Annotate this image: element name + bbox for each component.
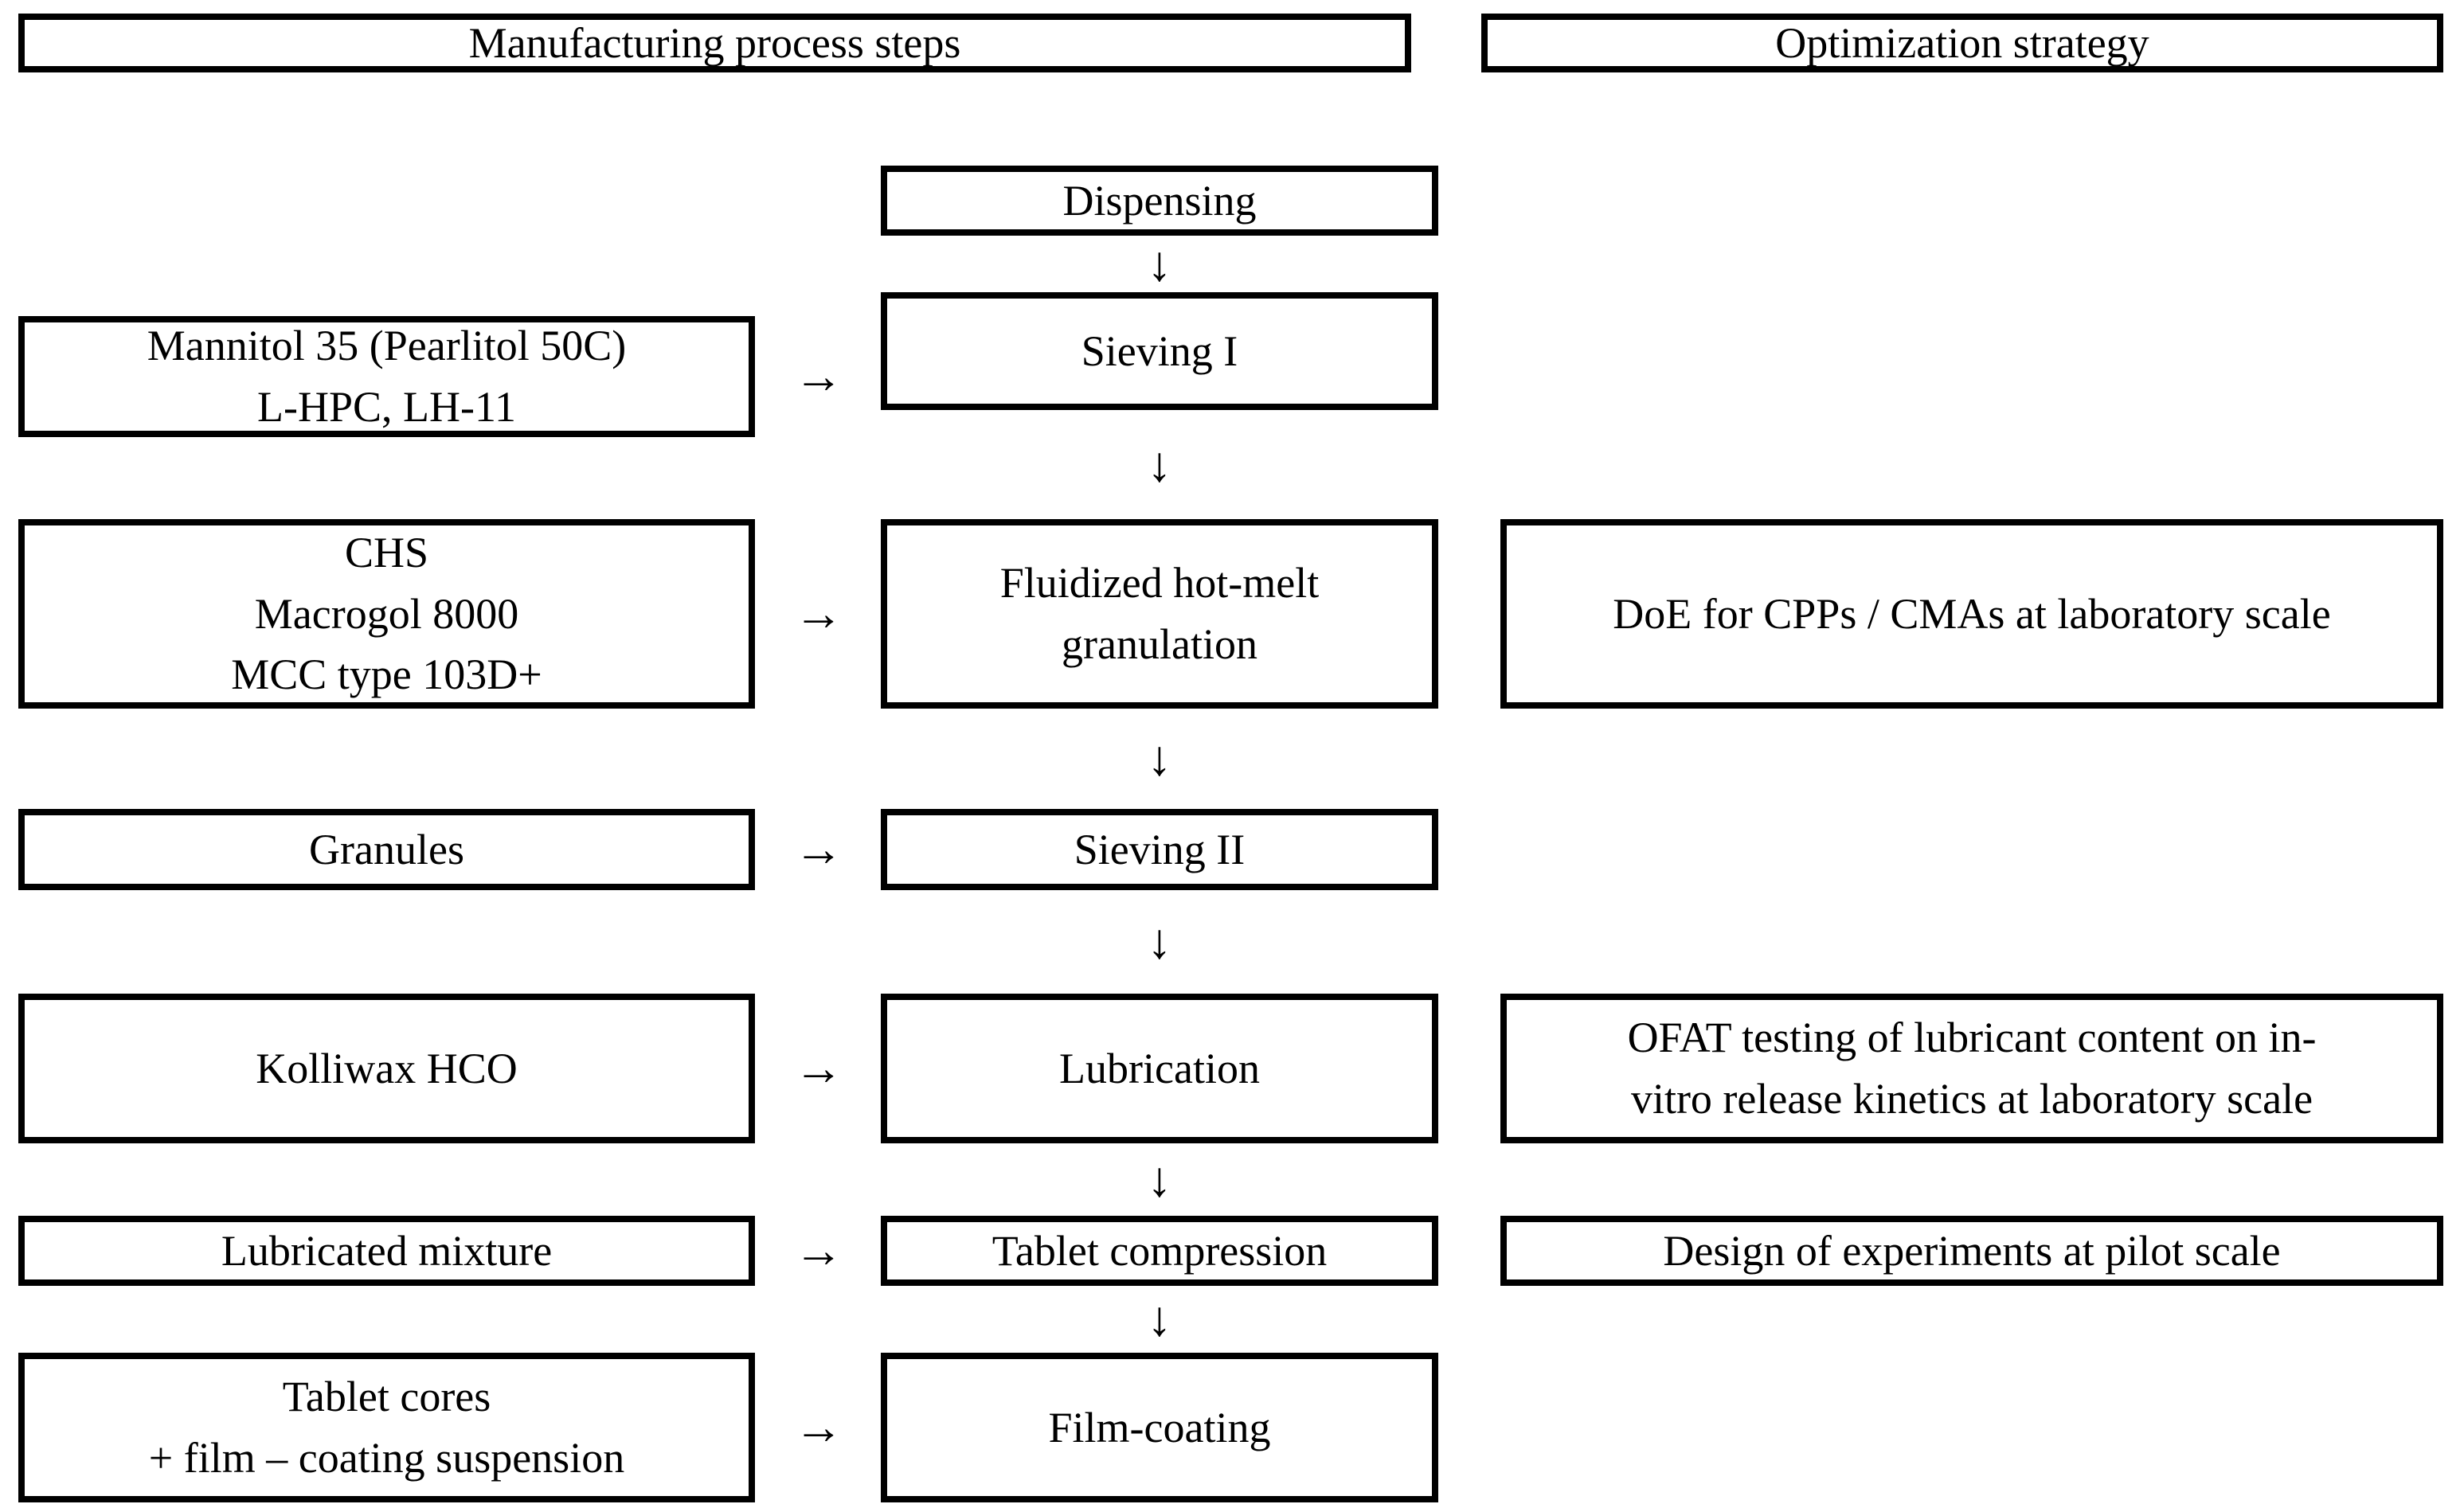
arrow-right-glyph: →: [794, 1400, 843, 1455]
optimization-strategy-doe-pilot: Design of experiments at pilot scale: [1500, 1216, 2443, 1286]
optimization-strategy-ofat: OFAT testing of lubricant content on in-…: [1500, 994, 2443, 1143]
process-step-tablet-compression-label: Tablet compression: [991, 1226, 1328, 1275]
arrow-down-glyph: ↓: [1147, 1292, 1172, 1346]
process-step-sieving-2-label: Sieving II: [1074, 825, 1246, 873]
process-step-dispensing: Dispensing: [881, 166, 1438, 236]
process-step-sieving-1: Sieving I: [881, 292, 1438, 410]
material-input-chs: CHS Macrogol 8000 MCC type 103D+: [18, 519, 755, 709]
arrow-down-compression-to-film-coating: ↓: [1120, 1286, 1199, 1353]
arrow-down-glyph: ↓: [1147, 437, 1172, 492]
column-header-manufacturing-label: Manufacturing process steps: [468, 18, 961, 67]
arrow-right-mixture-to-compression: →: [766, 1216, 871, 1286]
optimization-strategy-ofat-line-1: OFAT testing of lubricant content on in-: [1627, 1014, 2317, 1062]
arrow-down-dispensing-to-sieving-1: ↓: [1120, 236, 1199, 292]
material-input-tablet-cores-line-1: Tablet cores: [282, 1373, 491, 1421]
arrow-down-sieving-1-to-granulation: ↓: [1120, 410, 1199, 519]
material-input-kolliwax: Kolliwax HCO: [18, 994, 755, 1143]
process-step-tablet-compression: Tablet compression: [881, 1216, 1438, 1286]
material-input-chs-line-1: CHS: [344, 529, 429, 576]
material-input-lubricated-mixture: Lubricated mixture: [18, 1216, 755, 1286]
arrow-down-sieving-2-to-lubrication: ↓: [1120, 890, 1199, 994]
arrow-right-granules-to-sieving-2: →: [766, 809, 871, 890]
material-input-chs-line-3: MCC type 103D+: [231, 650, 542, 699]
material-input-kolliwax-label: Kolliwax HCO: [256, 1044, 518, 1092]
optimization-strategy-doe-pilot-label: Design of experiments at pilot scale: [1663, 1226, 2281, 1275]
arrow-down-glyph: ↓: [1147, 915, 1172, 969]
optimization-strategy-doe-lab-label: DoE for CPPs / CMAs at laboratory scale: [1613, 589, 2331, 638]
column-header-manufacturing: Manufacturing process steps: [18, 14, 1411, 72]
process-step-granulation: Fluidized hot-melt granulation: [881, 519, 1438, 709]
arrow-right-mannitol-to-sieving-1: →: [766, 316, 871, 437]
material-input-tablet-cores-line-2: + film – coating suspension: [148, 1434, 625, 1482]
arrow-down-granulation-to-sieving-2: ↓: [1120, 709, 1199, 809]
process-step-sieving-2: Sieving II: [881, 809, 1438, 890]
process-step-dispensing-label: Dispensing: [1062, 176, 1257, 225]
arrow-right-glyph: →: [794, 822, 843, 877]
material-input-granules-label: Granules: [309, 825, 464, 873]
arrow-down-glyph: ↓: [1147, 732, 1172, 786]
arrow-right-glyph: →: [794, 1224, 843, 1278]
arrow-right-chs-to-granulation: →: [766, 519, 871, 709]
optimization-strategy-ofat-line-2: vitro release kinetics at laboratory sca…: [1630, 1075, 2313, 1123]
arrow-right-glyph: →: [794, 350, 843, 404]
process-step-film-coating: Film-coating: [881, 1353, 1438, 1502]
column-header-optimization-label: Optimization strategy: [1775, 18, 2149, 67]
material-input-mannitol-line-2: L-HPC, LH-11: [257, 383, 516, 431]
arrow-right-glyph: →: [794, 587, 843, 641]
arrow-right-kolliwax-to-lubrication: →: [766, 994, 871, 1143]
process-step-granulation-label-line-2: granulation: [1062, 620, 1257, 668]
material-input-mannitol-line-1: Mannitol 35 (Pearlitol 50C): [147, 322, 627, 370]
material-input-mannitol: Mannitol 35 (Pearlitol 50C) L-HPC, LH-11: [18, 316, 755, 437]
material-input-lubricated-mixture-label: Lubricated mixture: [221, 1226, 553, 1275]
process-step-granulation-label-line-1: Fluidized hot-melt: [999, 559, 1320, 607]
column-header-optimization: Optimization strategy: [1481, 14, 2443, 72]
process-step-sieving-1-label: Sieving I: [1081, 326, 1238, 375]
process-step-film-coating-label: Film-coating: [1048, 1403, 1271, 1451]
arrow-down-glyph: ↓: [1147, 236, 1172, 291]
process-step-lubrication-label: Lubrication: [1059, 1044, 1260, 1092]
arrow-right-cores-to-film-coating: →: [766, 1353, 871, 1502]
material-input-tablet-cores: Tablet cores + film – coating suspension: [18, 1353, 755, 1502]
arrow-down-glyph: ↓: [1147, 1152, 1172, 1207]
material-input-chs-line-2: Macrogol 8000: [254, 589, 519, 638]
optimization-strategy-doe-lab: DoE for CPPs / CMAs at laboratory scale: [1500, 519, 2443, 709]
arrow-down-lubrication-to-compression: ↓: [1120, 1143, 1199, 1216]
process-step-lubrication: Lubrication: [881, 994, 1438, 1143]
material-input-granules: Granules: [18, 809, 755, 890]
arrow-right-glyph: →: [794, 1041, 843, 1096]
